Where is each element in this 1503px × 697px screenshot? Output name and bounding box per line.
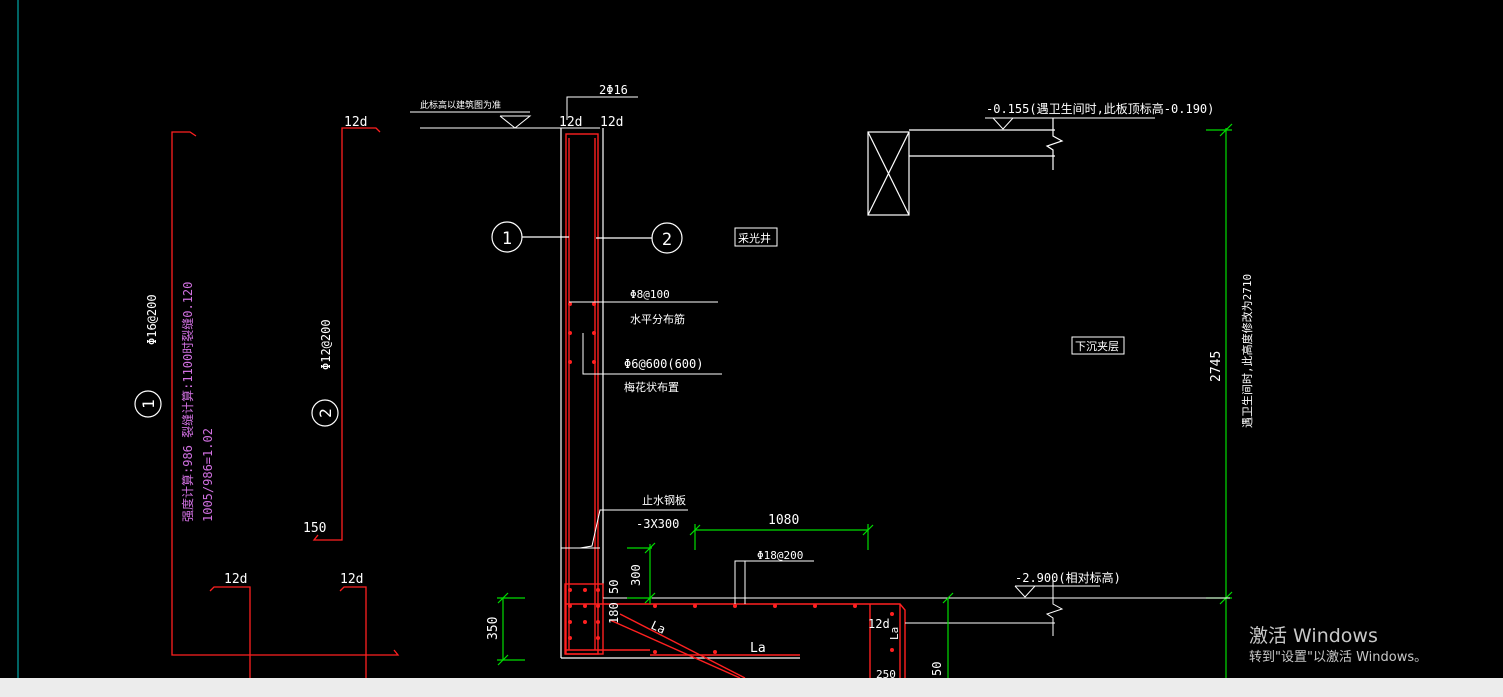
basement-floor-box <box>1071 336 1125 355</box>
dim-250-value: 250 <box>876 668 896 678</box>
dim-180-value: 180 <box>607 602 621 624</box>
hook-length-slab: 12d <box>868 617 890 631</box>
top-bar-spec: 2Φ16 <box>599 83 628 97</box>
dim-350 <box>497 592 525 666</box>
top-elevation-mark <box>985 117 1155 130</box>
bar1-calc-b: 1005/986=1.02 <box>201 428 215 522</box>
wall-callout-2-number: 2 <box>662 230 672 250</box>
ground-level-note: 此标高以建筑图为准 <box>420 99 501 111</box>
dim-1080-value: 1080 <box>768 513 799 528</box>
top-slab <box>867 118 1064 216</box>
bar1-callout: 1 <box>134 390 162 418</box>
dim-50-value: 50 <box>607 580 621 594</box>
dim-right-small <box>942 592 954 678</box>
horiz-rebar-spec: Φ8@100 <box>630 288 670 301</box>
waterstop-size: -3X300 <box>636 517 679 531</box>
bottom-elevation-mark <box>603 580 1230 636</box>
rebar-hooks-bottom <box>209 586 367 678</box>
height-dimension-note: 遇卫生间时,此高度修改为2710 <box>1240 274 1254 428</box>
bar1-callout-number: 1 <box>139 399 158 409</box>
wall-rebar-cage <box>564 133 906 678</box>
dim-50-right-value: 50 <box>930 662 944 676</box>
top-bar-leader <box>566 96 638 120</box>
tie-rebar-note: 梅花状布置 <box>624 380 679 394</box>
hook-length-left: 12d <box>224 572 247 587</box>
watermark-subtitle: 转到"设置"以激活 Windows。 <box>1249 650 1428 665</box>
dim-base-small <box>627 542 656 604</box>
height-dimension-value: 2745 <box>1209 351 1224 382</box>
tie-rebar-leader <box>582 333 722 375</box>
bar1-calc-a: 强度计算:986 裂缝计算:1100时裂缝0.120 <box>180 282 195 522</box>
skylight-well-box <box>734 227 778 247</box>
anchor-length-diagonal: La <box>649 618 668 637</box>
watermark-title: 激活 Windows <box>1249 625 1378 647</box>
hook-length-wall-left: 12d <box>559 115 582 130</box>
dim-300-value: 300 <box>629 564 643 586</box>
wall-outline <box>560 128 800 659</box>
ground-level-mark <box>410 111 600 129</box>
rebar-dots <box>568 302 894 654</box>
bar2-bottom-length: 150 <box>303 521 326 536</box>
height-dimension <box>1206 123 1233 678</box>
anchor-length-bottom: La <box>750 641 766 656</box>
basement-floor-label: 下沉夹层 <box>1075 340 1119 353</box>
tie-rebar-spec: Φ6@600(600) <box>624 357 703 371</box>
dim-350-value: 350 <box>486 617 501 640</box>
hook-length-bar2-top: 12d <box>344 115 367 130</box>
top-elevation: -0.155(遇卫生间时,此板顶标高-0.190) <box>986 101 1214 116</box>
bottom-strip <box>0 678 1503 697</box>
cad-drawing[interactable]: 1 2 Φ16@200 Φ12@200 强度计算:986 裂缝计算:1100时裂… <box>0 0 1503 678</box>
activation-watermark: 激活 Windows 转到"设置"以激活 Windows。 <box>1249 624 1427 668</box>
bar2-callout: 2 <box>311 399 339 427</box>
waterstop-leader <box>561 509 688 549</box>
bar2-spec: Φ12@200 <box>319 319 333 370</box>
wall-callout-2 <box>596 222 683 254</box>
rebar-shape-1 <box>171 131 400 656</box>
bottom-elevation: -2.900(相对标高) <box>1015 570 1121 585</box>
hook-length-wall-right: 12d <box>600 115 623 130</box>
waterstop-label: 止水钢板 <box>642 493 686 507</box>
rebar-shape-2 <box>312 127 381 541</box>
bar1-spec: Φ16@200 <box>145 294 159 345</box>
hook-length-right: 12d <box>340 572 363 587</box>
anchor-length-right: La <box>888 627 901 640</box>
wall-callout-1 <box>491 221 569 253</box>
bar2-callout-number: 2 <box>316 408 335 418</box>
horiz-rebar-note: 水平分布筋 <box>630 312 685 326</box>
wall-callout-1-number: 1 <box>502 229 512 249</box>
skylight-well-label: 采光井 <box>738 231 771 245</box>
slab-rebar-leader <box>734 560 814 604</box>
slab-rebar-spec: Φ18@200 <box>757 549 803 562</box>
dim-1080 <box>689 524 874 550</box>
